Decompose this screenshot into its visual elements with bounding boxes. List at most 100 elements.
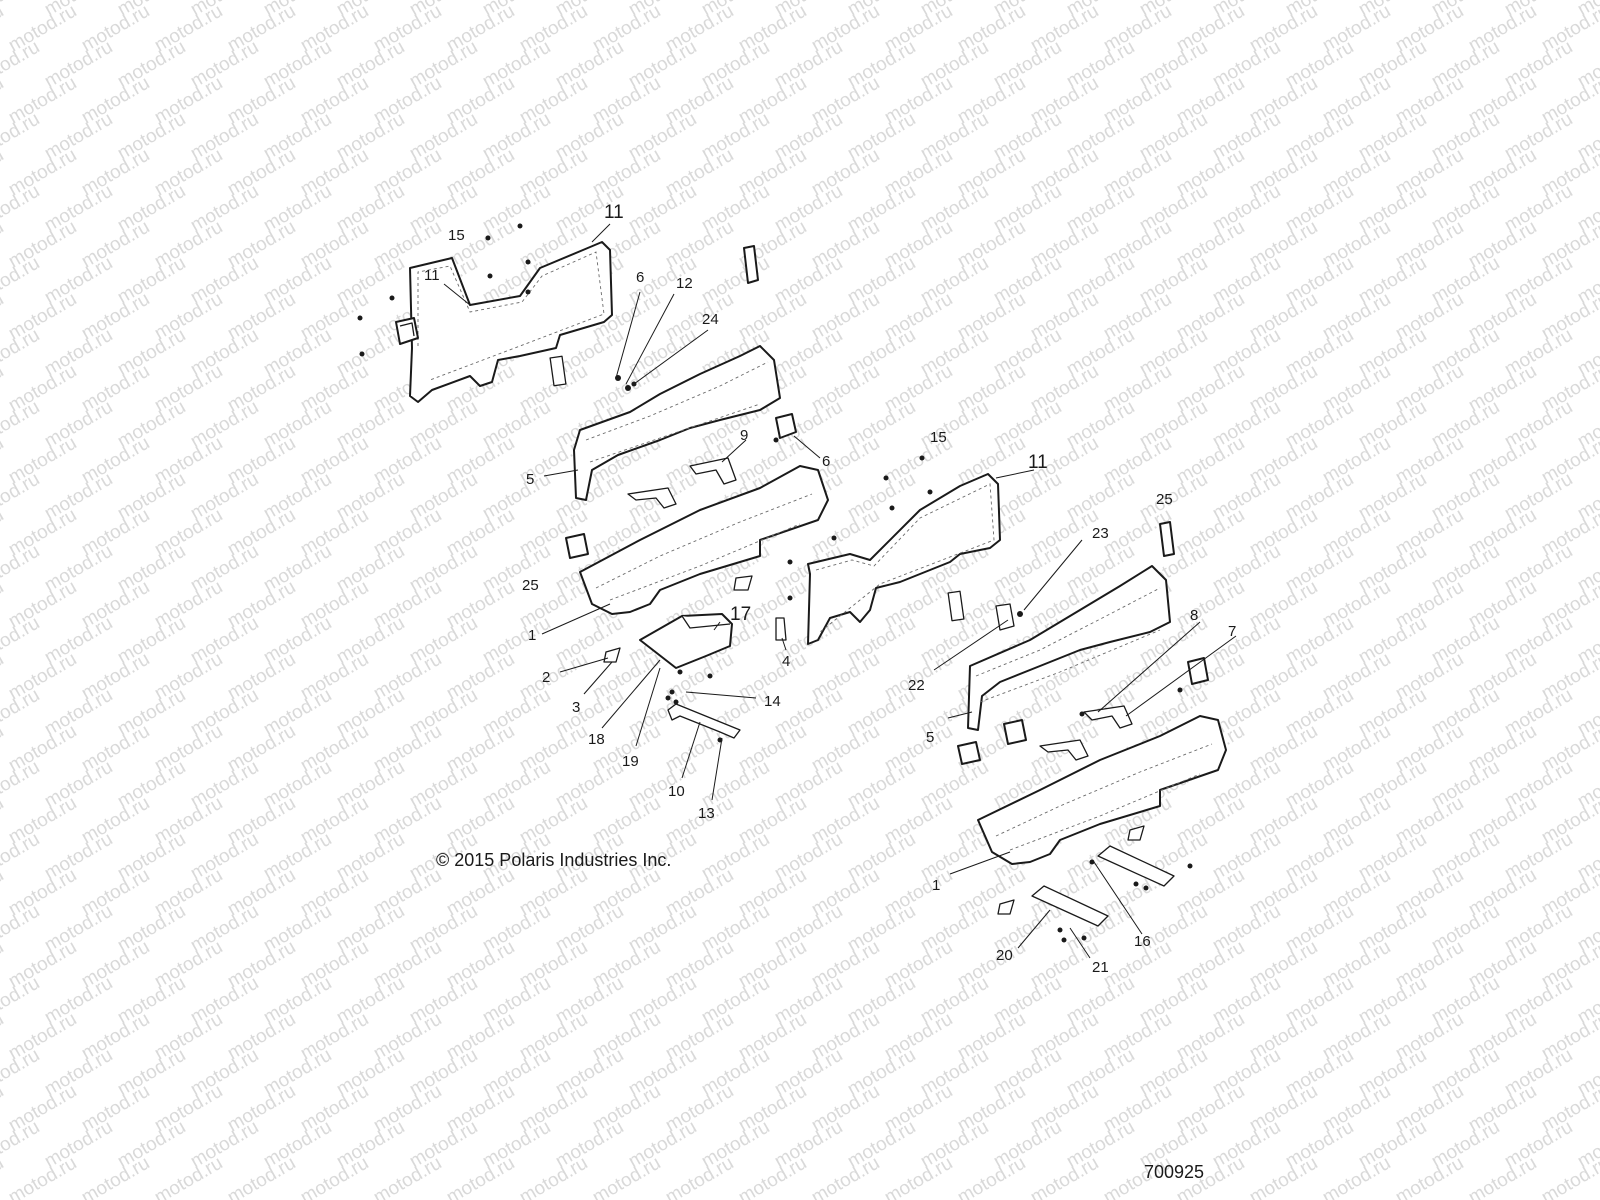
callout-21: 21 — [1092, 959, 1109, 976]
callout-11: 11 — [604, 202, 624, 223]
callout-9: 9 — [740, 427, 748, 444]
watermark-text: motod.ru — [0, 505, 7, 561]
watermark-text: motod.ru — [0, 1045, 43, 1101]
watermark-text: motod.ru — [0, 1009, 7, 1065]
watermark-text: motod.ru — [0, 361, 7, 417]
watermark-text: motod.ru — [0, 289, 7, 345]
diagram-number: 700925 — [1144, 1162, 1204, 1182]
watermark-text: motod.ru — [735, 1153, 810, 1200]
latch-block-mid-left — [565, 533, 589, 559]
watermark-text: motod.ru — [0, 793, 7, 849]
callout-16: 16 — [1134, 933, 1151, 950]
watermark-text: motod.ru — [0, 253, 43, 309]
callout-3: 3 — [572, 699, 580, 716]
clip-4 — [775, 617, 787, 641]
callout-1: 1 — [528, 627, 536, 644]
watermark-text: motod.ru — [0, 613, 43, 669]
seat-cushion-upper — [579, 465, 829, 615]
watermark-text: motod.ru — [0, 937, 7, 993]
watermark-text: motod.ru — [0, 757, 43, 813]
strap-20 — [1031, 885, 1109, 927]
latch-block-lower-left — [957, 719, 1027, 765]
callout-19: 19 — [622, 753, 639, 770]
watermark-text: motod.ru — [443, 1153, 518, 1200]
watermark-text: motod.ru — [0, 901, 43, 957]
bracket-upper-right — [743, 245, 759, 284]
watermark-text: motod.ru — [0, 865, 7, 921]
watermark-text: motod.ru — [1538, 1153, 1600, 1200]
watermark-text: motod.ru — [224, 1153, 299, 1200]
watermark-text: motod.ru — [808, 1153, 883, 1200]
watermark-text: motod.ru — [297, 1153, 372, 1200]
latch-block-upper-right — [775, 413, 797, 439]
callout-18: 18 — [588, 731, 605, 748]
watermark-text: motod.ru — [881, 1153, 956, 1200]
latch-block-upper-left — [395, 317, 419, 345]
watermark-text: motod.ru — [0, 649, 7, 705]
watermark-text: motod.ru — [0, 325, 43, 381]
seat-back-panel-left — [409, 241, 613, 403]
callout-4: 4 — [782, 653, 790, 670]
watermark-text: motod.ru — [662, 1153, 737, 1200]
callout-6: 6 — [822, 453, 830, 470]
watermark-text: motod.ru — [0, 433, 7, 489]
storage-tray — [639, 613, 733, 669]
callout-25: 25 — [1156, 491, 1173, 508]
callout-13: 13 — [698, 805, 715, 822]
bracket-22-23 — [995, 603, 1015, 631]
callout-12: 12 — [676, 275, 693, 292]
callout-1: 1 — [932, 877, 940, 894]
watermark-text: motod.ru — [78, 1153, 153, 1200]
clip-lower-left-a — [997, 899, 1015, 915]
watermark-text: motod.ru — [5, 1153, 80, 1200]
callout-15: 15 — [448, 227, 465, 244]
hinge-assembly-upper — [627, 457, 737, 509]
callout-15: 15 — [930, 429, 947, 446]
watermark-text: motod.ru — [370, 1153, 445, 1200]
callout-6: 6 — [636, 269, 644, 286]
watermark-text: motod.ru — [1392, 1153, 1467, 1200]
watermark-text: motod.ru — [0, 973, 43, 1029]
watermark-text: motod.ru — [0, 1117, 43, 1173]
callout-11: 11 — [1028, 452, 1048, 473]
callouts: 15 11 11 6 12 24 9 6 5 25 1 17 4 2 3 14 … — [424, 202, 1236, 976]
watermark-text: motod.ru — [1465, 1153, 1540, 1200]
callout-5: 5 — [526, 471, 534, 488]
watermark-text: motod.ru — [151, 1153, 226, 1200]
watermark-text: motod.ru — [0, 37, 43, 93]
callout-24: 24 — [702, 311, 719, 328]
watermark-text: motod.ru — [0, 829, 43, 885]
watermark-text: motod.ru — [0, 73, 7, 129]
callout-7: 7 — [1228, 623, 1236, 640]
callout-20: 20 — [996, 947, 1013, 964]
watermark-text: motod.ru — [954, 1153, 1029, 1200]
watermark-text: motod.ru — [0, 109, 43, 165]
callout-14: 14 — [764, 693, 781, 710]
callout-23: 23 — [1092, 525, 1109, 542]
watermark-text: motod.ru — [0, 397, 43, 453]
strap-16 — [1097, 845, 1175, 887]
clip-upper-tray — [733, 575, 753, 591]
watermark-text: motod.ru — [1246, 1153, 1321, 1200]
watermark-text: motod.ru — [0, 721, 7, 777]
watermark-text: motod.ru — [0, 469, 43, 525]
watermark-text: motod.ru — [589, 1153, 664, 1200]
watermark-text: motod.ru — [0, 685, 43, 741]
bracket-right-25 — [1159, 521, 1175, 557]
hinge-assembly-lower — [1039, 705, 1133, 761]
seat-back-panel-right — [807, 473, 1001, 645]
watermark-text: motod.ru — [0, 181, 43, 237]
copyright-text: © 2015 Polaris Industries Inc. — [436, 850, 671, 870]
callout-17: 17 — [730, 604, 751, 625]
watermark-text: motod.ru — [1027, 1153, 1102, 1200]
callout-11: 11 — [424, 267, 440, 284]
support-bracket — [667, 703, 741, 739]
watermark-text: motod.ru — [0, 145, 7, 201]
watermark-text: motod.ru — [0, 541, 43, 597]
callout-5: 5 — [926, 729, 934, 746]
watermark-text: motod.ru — [0, 1081, 7, 1137]
watermark-text: motod.ru — [0, 1, 7, 57]
callout-10: 10 — [668, 783, 685, 800]
